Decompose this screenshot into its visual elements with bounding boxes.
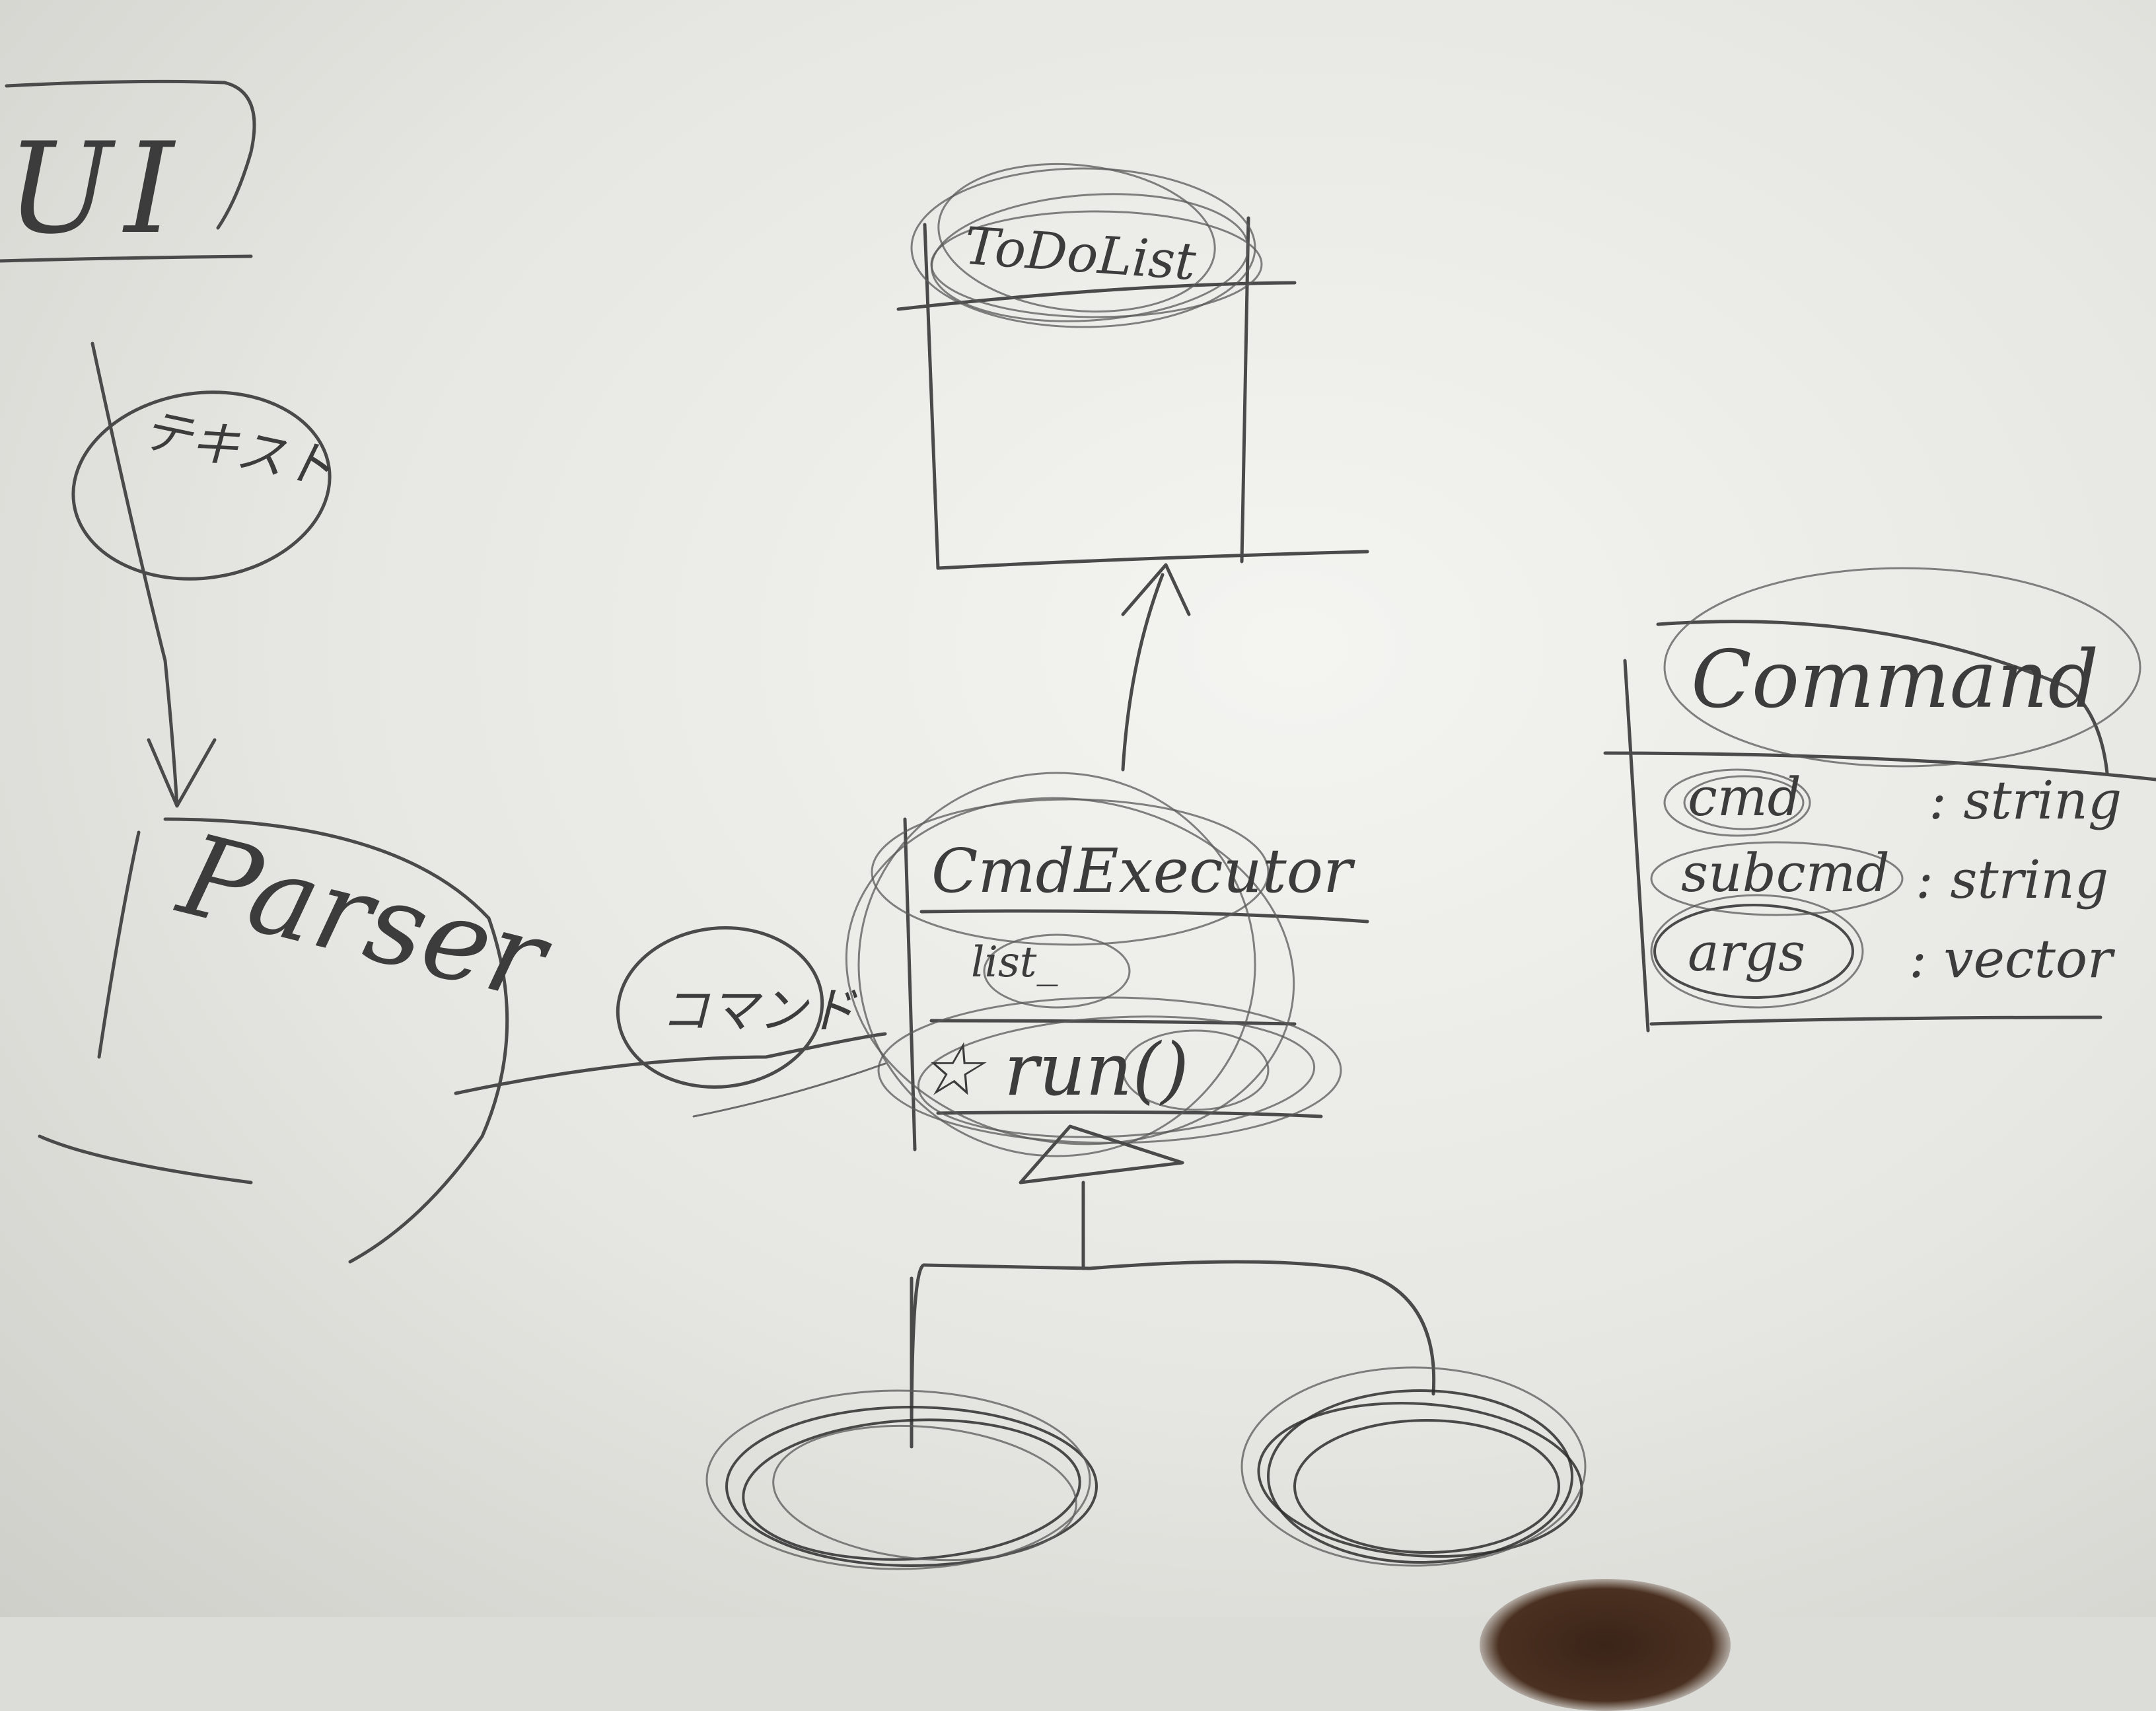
finger-shadow: [1480, 1579, 1731, 1711]
star-marker: ☆: [918, 1027, 984, 1112]
cmdexecutor-class-box: [845, 772, 1369, 1157]
command-field-cmd-name: cmd: [1688, 766, 1801, 828]
arrow-parser-to-executor: [454, 1032, 887, 1095]
command-class-box: [1603, 567, 2156, 1033]
inheritance-branch: [910, 1260, 1436, 1442]
command-field-subcmd-name: subcmd: [1681, 842, 1890, 904]
cmdexecutor-attribute-list: list_: [971, 938, 1058, 987]
cmdexecutor-method-run: run(): [1004, 1027, 1190, 1112]
command-field-subcmd-type: : string: [1916, 849, 2109, 910]
bubble-command-edge: [616, 926, 824, 1089]
parser-left-edge: [97, 830, 141, 1059]
cmdexecutor-title: CmdExecutor: [931, 836, 1353, 906]
subclass-left: [705, 1389, 1098, 1570]
ui-box-underline: [0, 254, 253, 263]
inheritance-triangle: [1019, 1124, 1184, 1184]
arrow-ui-to-parser: [90, 342, 179, 808]
ui-box-outline: [5, 79, 256, 230]
arrow-head-parser: [147, 738, 217, 808]
command-field-cmd-type: : string: [1929, 770, 2122, 831]
sketch-canvas: [0, 79, 2156, 1570]
arrow-executor-to-todolist: [1121, 573, 1165, 772]
command-edge-label: コマンド: [661, 982, 856, 1039]
parser-bottom: [38, 1134, 253, 1184]
subclass-right: [1240, 1366, 1587, 1567]
ui-label: UI: [7, 116, 186, 262]
command-title: Command: [1691, 634, 2099, 726]
todolist-class-box: [896, 163, 1369, 570]
bubble-text-edge: [71, 390, 332, 581]
parser-box: [163, 817, 509, 1264]
command-field-args-name: args: [1688, 922, 1806, 983]
command-field-args-type: : vector: [1909, 928, 2113, 990]
